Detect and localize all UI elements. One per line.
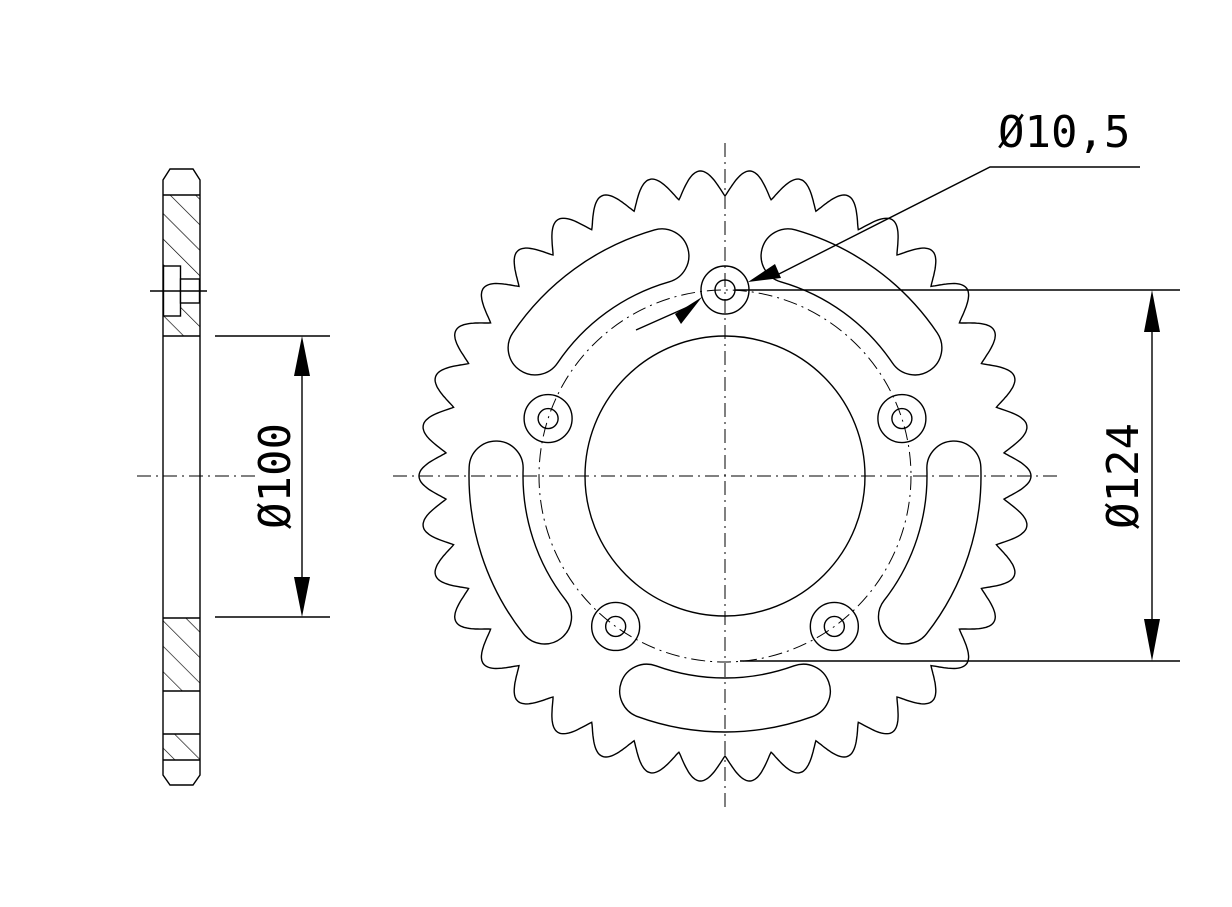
bore-diameter-label: Ø100 xyxy=(250,423,301,529)
bolt-hole xyxy=(809,601,860,652)
bolt-hole xyxy=(891,407,913,430)
slot xyxy=(468,440,573,645)
hole-diameter-label: Ø10,5 xyxy=(998,107,1130,158)
hatch-lower xyxy=(163,618,200,691)
slot xyxy=(619,663,831,733)
side-outline xyxy=(162,168,201,786)
slot xyxy=(760,228,943,376)
bolt-hole xyxy=(590,601,641,652)
slot xyxy=(877,440,982,645)
bolt-hole xyxy=(604,615,627,638)
bolt-hole xyxy=(537,407,559,430)
bolt-hole xyxy=(523,393,573,444)
hatch-bottom xyxy=(163,734,200,760)
leader-arrows xyxy=(675,264,781,324)
bolt-hole xyxy=(877,393,927,444)
lightening-slots xyxy=(468,228,982,733)
bolt-circle-label: Ø124 xyxy=(1098,423,1149,529)
slot xyxy=(507,228,690,376)
front-view: Ø10,5 Ø124 xyxy=(393,107,1180,810)
side-view: Ø100 xyxy=(137,168,330,786)
hole-leader-line xyxy=(774,166,1140,277)
bolt-circle xyxy=(538,289,912,663)
bolt-hole xyxy=(823,615,846,638)
sprocket-teeth-outline xyxy=(418,170,1032,782)
